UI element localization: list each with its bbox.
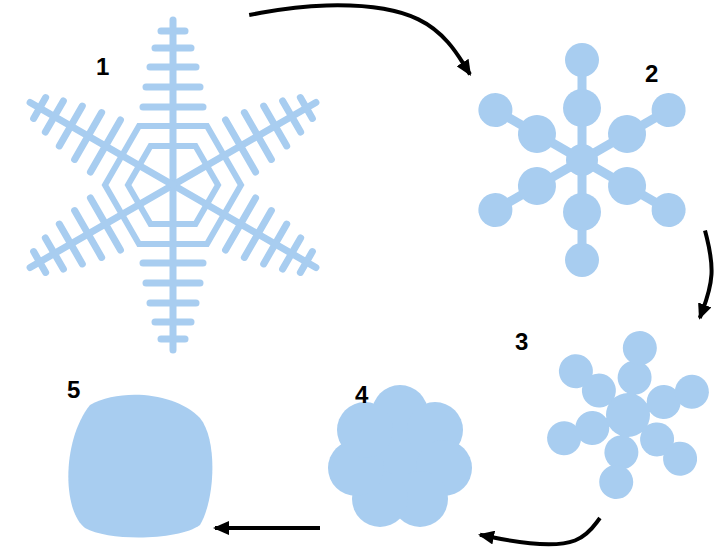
snowflake-stage: 3 — [505, 318, 710, 518]
stage-arrow — [249, 5, 470, 74]
snowflake-compacted — [542, 328, 713, 501]
stage-arrow — [215, 526, 320, 530]
snowflake-stage: 2 — [470, 25, 705, 285]
snowflake-stage: 1 — [8, 15, 343, 360]
snowflake-rounded — [471, 43, 693, 277]
snowflake-dendrite — [15, 20, 331, 350]
stage-number: 1 — [96, 55, 109, 79]
stage-arrow — [700, 230, 712, 318]
snow-grain-lobed — [328, 385, 472, 527]
stage-arrow — [480, 518, 600, 544]
stage-number: 2 — [645, 62, 658, 86]
stage-number: 4 — [355, 383, 368, 407]
snow-grain-round — [68, 395, 212, 538]
snowflake-stage: 5 — [55, 370, 215, 545]
stage-number: 5 — [67, 378, 80, 402]
snowflake-stage: 4 — [320, 375, 480, 545]
stage-number: 3 — [515, 330, 528, 354]
